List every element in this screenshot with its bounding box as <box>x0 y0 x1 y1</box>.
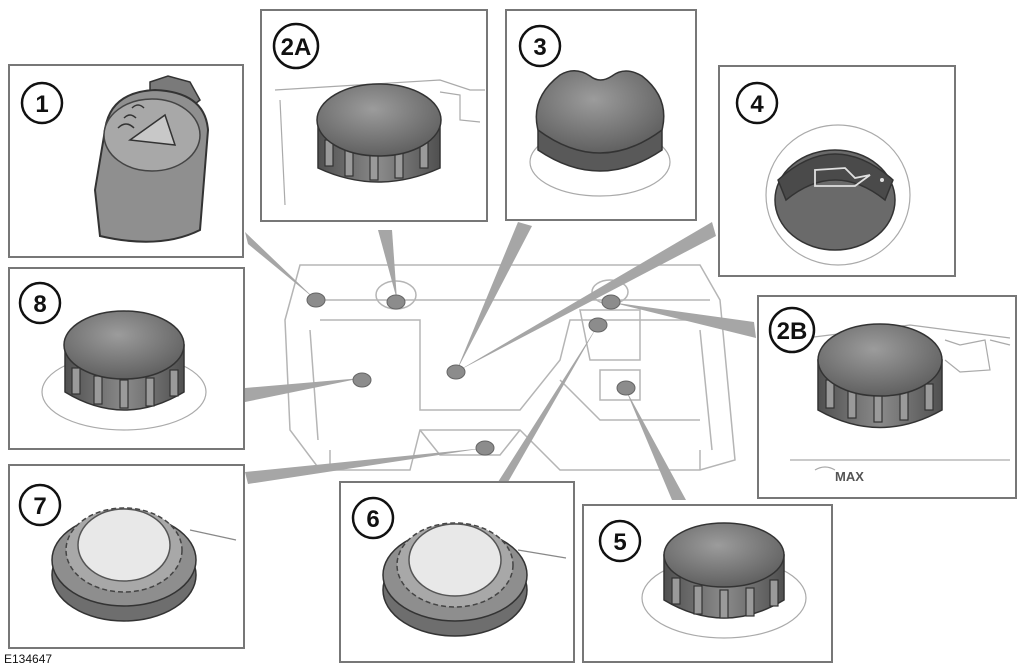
callout-3: 3 <box>533 34 546 61</box>
power-steering-cap-icon <box>63 310 185 411</box>
panel-5: 5 <box>582 504 833 663</box>
callout-6: 6 <box>366 506 379 533</box>
pointer-wedges <box>245 222 756 500</box>
clutch-fluid-cap-icon <box>663 522 785 619</box>
figure-code: E134647 <box>4 652 53 666</box>
callout-2a: 2A <box>281 34 312 61</box>
panel-4: 4 <box>718 65 956 277</box>
panel-6: 6 <box>339 481 575 663</box>
location-dots <box>306 292 636 456</box>
panel-1: 1 <box>8 64 244 258</box>
coolant-cap-2b-icon <box>817 323 943 429</box>
panel-3: 3 <box>505 9 697 221</box>
engine-bay-outline <box>284 264 736 471</box>
panel-7: 7 <box>8 464 245 649</box>
brake-fluid-cap-icon <box>535 70 665 172</box>
callout-2b: 2B <box>777 318 808 345</box>
callout-5: 5 <box>613 529 626 556</box>
callout-4: 4 <box>750 91 764 118</box>
panel-2a: 2A <box>260 9 488 222</box>
callout-8: 8 <box>33 291 46 318</box>
callout-7: 7 <box>33 493 46 520</box>
callout-1: 1 <box>35 91 48 118</box>
panel-8: 8 <box>8 267 245 450</box>
reservoir-cap-7-icon <box>51 507 197 622</box>
washer-cap-icon <box>93 75 210 243</box>
oil-filler-cap-icon <box>774 149 896 251</box>
reservoir-cap-6-icon <box>382 522 528 637</box>
coolant-cap-2a-icon <box>316 83 442 183</box>
panel-2b: MAX 2B <box>757 295 1017 499</box>
max-label: MAX <box>835 469 864 484</box>
